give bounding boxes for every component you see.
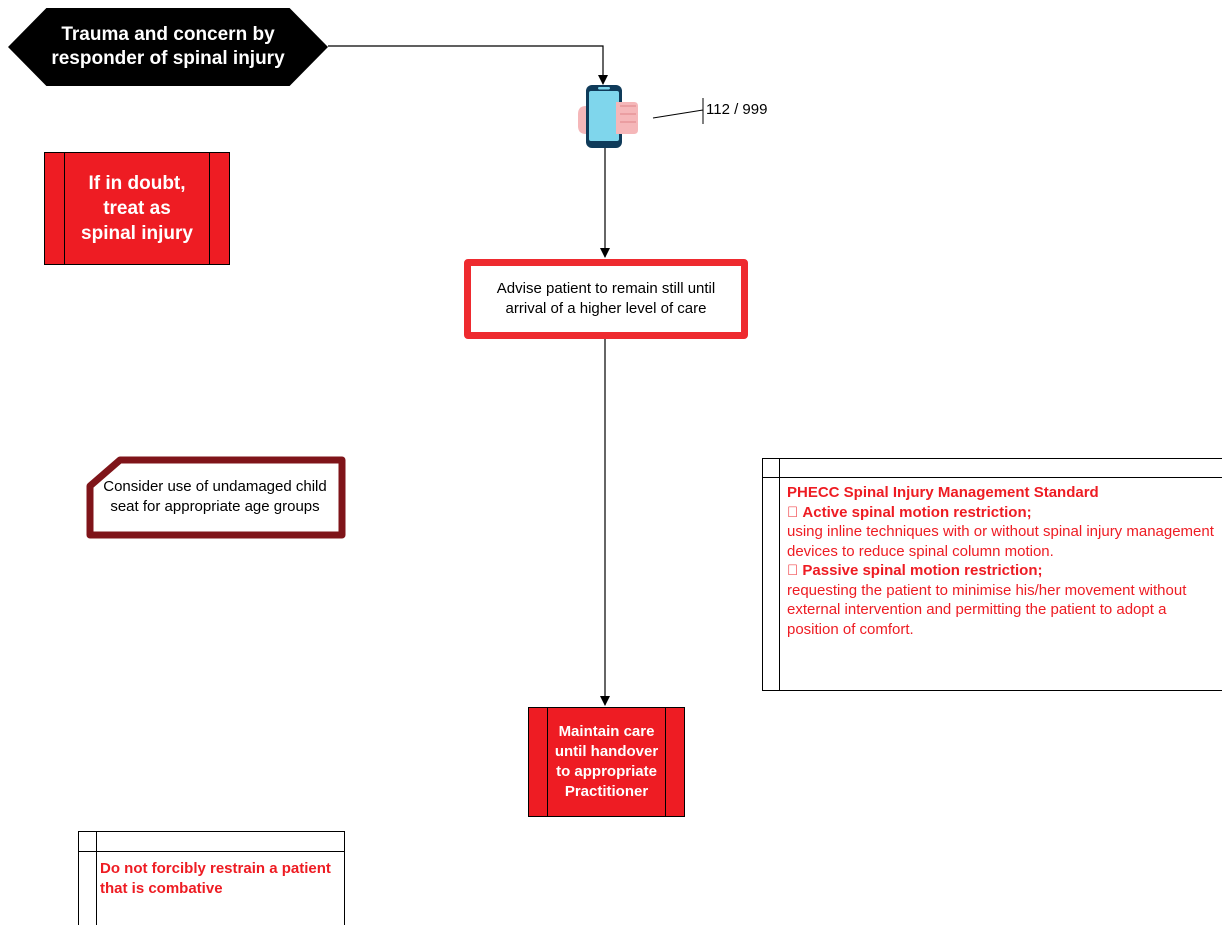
advise-patient-box: Advise patient to remain still until arr…: [464, 259, 748, 339]
note-header-strip: [763, 459, 1222, 478]
note-margin-line: [779, 459, 780, 690]
child-seat-text: Consider use of undamaged child seat for…: [103, 478, 327, 515]
advise-patient-text: Advise patient to remain still until arr…: [496, 280, 716, 317]
start-hexagon: Trauma and concern by responder of spina…: [8, 8, 328, 86]
maintain-care-box: Maintain care until handover to appropri…: [528, 707, 685, 817]
if-in-doubt-box: If in doubt, treat as spinal injury: [44, 152, 230, 265]
do-not-restrain-note: Do not forcibly restrain a patient that …: [78, 831, 345, 925]
phone-callout-line: [652, 98, 704, 124]
process-bar-right: [665, 708, 666, 816]
phecc-title: PHECC Spinal Injury Management Standard: [787, 484, 1099, 501]
active-restriction-text: using inline techniques with or without …: [787, 523, 1214, 560]
maintain-care-text: Maintain care until handover to appropri…: [554, 723, 659, 800]
process-bar-left: [64, 153, 65, 264]
active-restriction-heading:  Active spinal motion restriction;: [787, 503, 1032, 521]
emergency-number-label: 112 / 999: [706, 101, 768, 118]
process-bar-left: [547, 708, 548, 816]
process-bar-right: [209, 153, 210, 264]
start-text: Trauma and concern by responder of spina…: [51, 24, 285, 69]
passive-restriction-heading:  Passive spinal motion restriction;: [787, 562, 1042, 579]
start-to-phone-connector: [328, 45, 608, 85]
if-in-doubt-text: If in doubt, treat as spinal injury: [81, 173, 193, 244]
mobile-phone-icon: [578, 85, 638, 148]
do-not-restrain-text: Do not forcibly restrain a patient that …: [100, 860, 331, 897]
passive-restriction-text: requesting the patient to minimise his/h…: [787, 581, 1187, 638]
phecc-standard-note: PHECC Spinal Injury Management Standard …: [762, 458, 1222, 691]
child-seat-card: [86, 456, 346, 539]
note-margin-line: [96, 832, 97, 925]
note-header-strip: [79, 832, 344, 852]
